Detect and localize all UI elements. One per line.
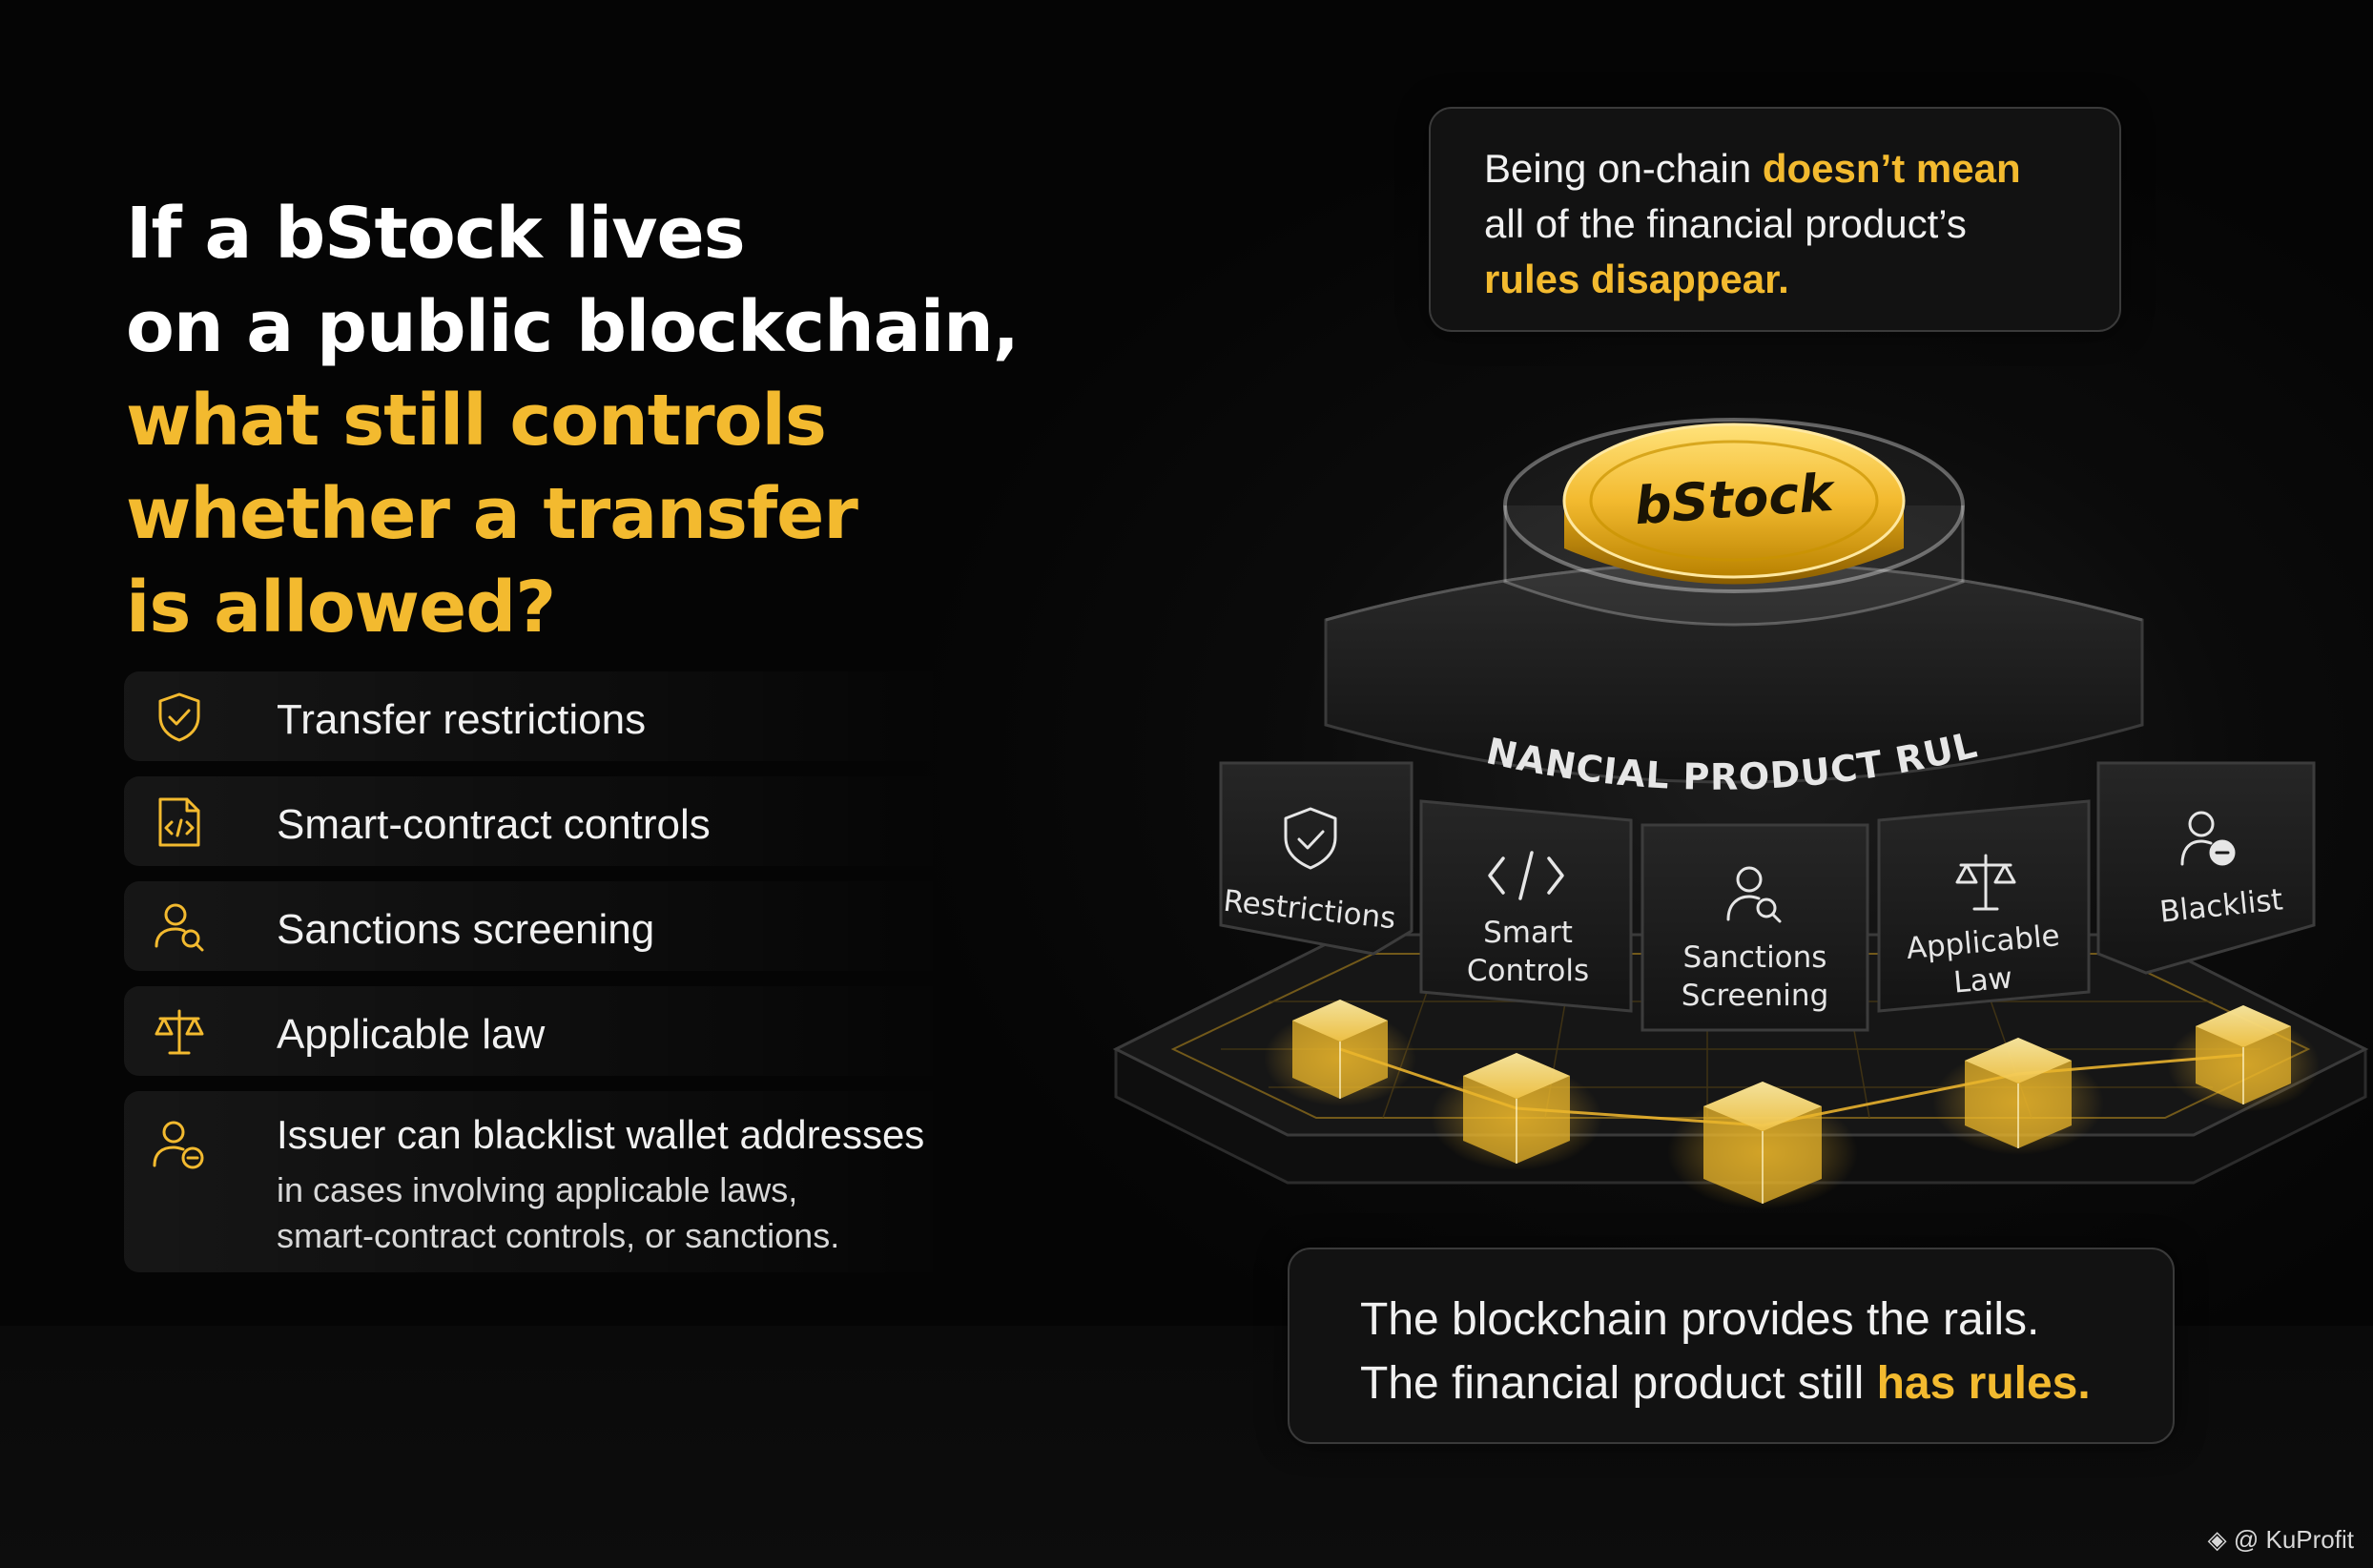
rule-block-restrictions: Restrictions bbox=[1219, 761, 1413, 956]
scales-icon bbox=[1955, 854, 2016, 911]
rule-block-sanctions-screening: Sanctions Screening bbox=[1640, 823, 1869, 1032]
feature-label: Smart-contract controls bbox=[277, 801, 711, 848]
chain-block bbox=[1431, 1053, 1602, 1170]
feature-label: Transfer restrictions bbox=[277, 696, 647, 743]
headline-line-3: what still controls bbox=[126, 380, 827, 462]
feature-label: Issuer can blacklist wallet addresses bbox=[277, 1112, 925, 1157]
feature-list: Transfer restrictions Smart-contract con… bbox=[124, 671, 954, 1288]
headline-line-5: is allowed? bbox=[126, 567, 556, 649]
user-search-icon bbox=[1726, 866, 1782, 923]
callout-top: Being on-chain doesn’t mean all of the f… bbox=[1429, 107, 2121, 332]
feature-item-blacklist: Issuer can blacklist wallet addresses in… bbox=[124, 1091, 954, 1272]
rule-blocks: Restrictions Smart Controls bbox=[1219, 761, 2316, 1032]
user-search-icon bbox=[155, 903, 204, 952]
chain-block bbox=[1264, 1000, 1416, 1106]
rule-block-label: Controls bbox=[1467, 954, 1589, 988]
rule-block-label: Smart bbox=[1483, 916, 1573, 950]
rule-block-label: Law bbox=[1952, 960, 2014, 1000]
callout-bottom: The blockchain provides the rails. The f… bbox=[1288, 1248, 2175, 1444]
bstock-coin: bStock bbox=[1503, 418, 1965, 627]
rule-block-label: Sanctions bbox=[1683, 940, 1827, 975]
headline: If a bStock lives on a public blockchain… bbox=[126, 187, 1061, 654]
rule-block-smart-controls: Smart Controls bbox=[1419, 799, 1633, 1013]
diamond-icon: ◈ bbox=[2207, 1525, 2234, 1554]
user-minus-icon bbox=[153, 1121, 204, 1169]
rule-block-applicable-law: Applicable Law bbox=[1877, 799, 2091, 1013]
chain-block bbox=[1932, 1038, 2104, 1155]
scales-icon bbox=[155, 1009, 204, 1055]
chain-block bbox=[1667, 1082, 1858, 1209]
feature-label: Applicable law bbox=[277, 1011, 546, 1058]
headline-line-4: whether a transfer bbox=[126, 473, 858, 555]
feature-item-transfer-restrictions: Transfer restrictions bbox=[124, 671, 954, 761]
code-file-icon bbox=[158, 797, 200, 847]
user-minus-icon bbox=[2180, 811, 2236, 866]
watermark: ◈ @ KuProfit bbox=[2207, 1525, 2354, 1554]
rules-illustration: Restrictions Smart Controls bbox=[1097, 343, 2373, 1259]
feature-item-applicable-law: Applicable law bbox=[124, 986, 954, 1076]
feature-description: in cases involving applicable laws, smar… bbox=[277, 1170, 840, 1255]
headline-line-1: If a bStock lives bbox=[126, 193, 746, 275]
code-icon bbox=[1488, 851, 1564, 900]
headline-line-2: on a public blockchain, bbox=[126, 286, 1020, 368]
blockchain-cubes bbox=[1264, 1000, 2320, 1209]
feature-item-sanctions-screening: Sanctions screening bbox=[124, 881, 954, 971]
rule-block-blacklist: Blacklist bbox=[2096, 761, 2316, 975]
rule-block-label: Screening bbox=[1682, 979, 1829, 1013]
feature-item-smart-contract-controls: Smart-contract controls bbox=[124, 776, 954, 866]
shield-check-icon bbox=[1284, 807, 1337, 870]
shield-check-icon bbox=[158, 692, 200, 742]
coin-label: bStock bbox=[1633, 463, 1838, 537]
chain-block bbox=[2167, 1005, 2320, 1112]
feature-label: Sanctions screening bbox=[277, 906, 655, 953]
